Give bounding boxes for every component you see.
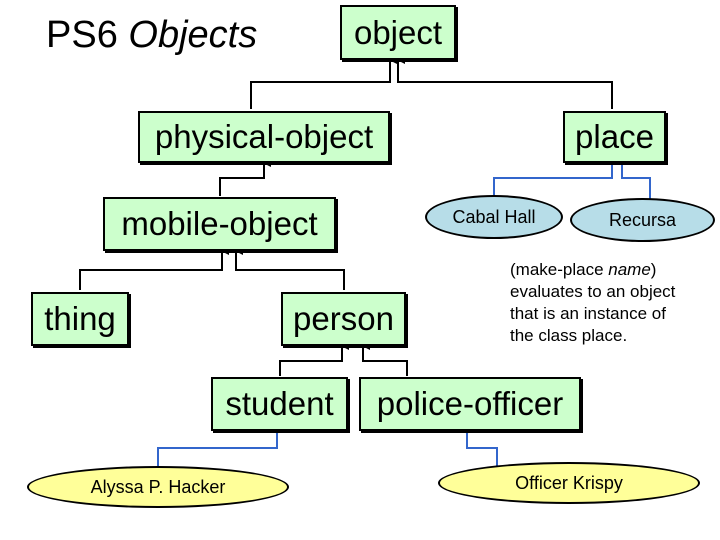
title-main: PS6 [46, 14, 118, 56]
link-physical-object-to-object [250, 56, 397, 109]
class-thing: thing [31, 292, 129, 346]
note-line-1-b: name [608, 260, 651, 279]
instance-officer-krispy: Officer Krispy [438, 462, 700, 504]
note-line-1-a: (make-place [510, 260, 609, 279]
link-police-officer-to-person [362, 342, 408, 376]
instance-alyssa-p-hacker: Alyssa P. Hacker [27, 466, 289, 508]
instance-recursa: Recursa [570, 198, 715, 242]
class-police-officer: police-officer [359, 377, 581, 431]
note-line-2: evaluates to an object [510, 282, 676, 301]
class-person: person [281, 292, 406, 346]
link-cabal-hall-to-place [493, 163, 613, 196]
link-mobile-object-to-physical-object [219, 159, 271, 196]
note-line-3: that is an instance of [510, 304, 666, 323]
note-line-1: (make-place name) [510, 259, 675, 281]
class-mobile-object: mobile-object [103, 197, 336, 251]
make-place-note: (make-place name) evaluates to an object… [510, 259, 675, 347]
instance-links [157, 163, 651, 470]
class-place: place [563, 111, 666, 163]
link-recursa-to-place [621, 163, 651, 200]
link-place-to-object [397, 56, 613, 109]
note-line-1-c: ) [650, 260, 657, 279]
instance-cabal-hall: Cabal Hall [425, 195, 563, 239]
inheritance-links [79, 56, 613, 376]
class-physical-object: physical-object [138, 111, 390, 163]
link-student-to-person [279, 342, 349, 376]
note-line-4: the class place. [510, 326, 628, 345]
link-alyssa-to-student [157, 431, 278, 470]
link-krispy-to-police-officer [466, 431, 498, 466]
title-italic: Objects [128, 14, 258, 56]
link-person-to-mobile-object [235, 247, 345, 290]
link-thing-to-mobile-object [79, 247, 229, 290]
class-student: student [211, 377, 348, 431]
class-object: object [340, 5, 456, 60]
diagram-title: PS6 Objects [46, 14, 257, 57]
